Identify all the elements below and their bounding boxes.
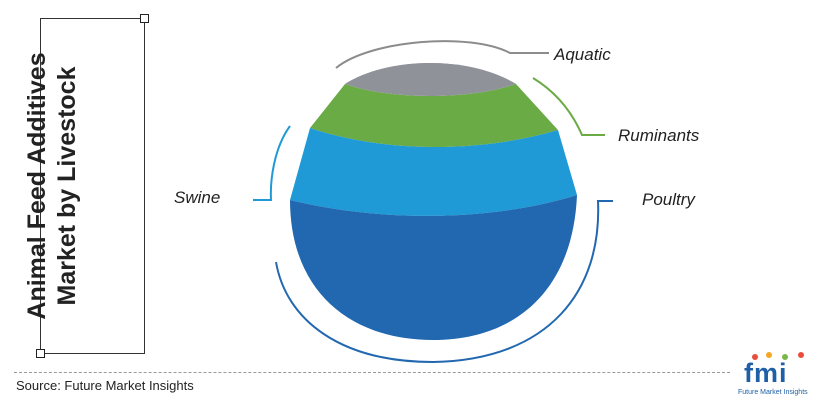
source-divider xyxy=(14,372,730,373)
logo-dot xyxy=(782,354,788,360)
source-note: Source: Future Market Insights xyxy=(16,378,194,393)
logo-dot xyxy=(798,352,804,358)
logo-dot xyxy=(766,352,772,358)
segment-poultry xyxy=(290,195,577,340)
segment-ruminants xyxy=(310,84,558,148)
label-aquatic: Aquatic xyxy=(553,45,611,64)
leader-poultry xyxy=(275,200,613,364)
leader-aquatic xyxy=(335,40,549,69)
title-frame xyxy=(36,14,149,358)
logo-dot xyxy=(752,354,758,360)
segment-swine xyxy=(290,128,577,216)
logo-tagline: Future Market Insights xyxy=(738,389,808,396)
frame-corner-marker xyxy=(140,14,149,23)
label-ruminants: Ruminants xyxy=(618,126,700,145)
fmi-logo: fmi Future Market Insights xyxy=(738,352,810,398)
logo-wordmark: fmi xyxy=(744,358,788,388)
label-poultry: Poultry xyxy=(642,190,696,209)
label-swine: Swine xyxy=(174,188,220,207)
frame-corner-marker xyxy=(36,349,45,358)
segment-aquatic-fill xyxy=(345,63,516,96)
leader-ruminants xyxy=(532,77,605,136)
leader-swine xyxy=(253,125,291,201)
